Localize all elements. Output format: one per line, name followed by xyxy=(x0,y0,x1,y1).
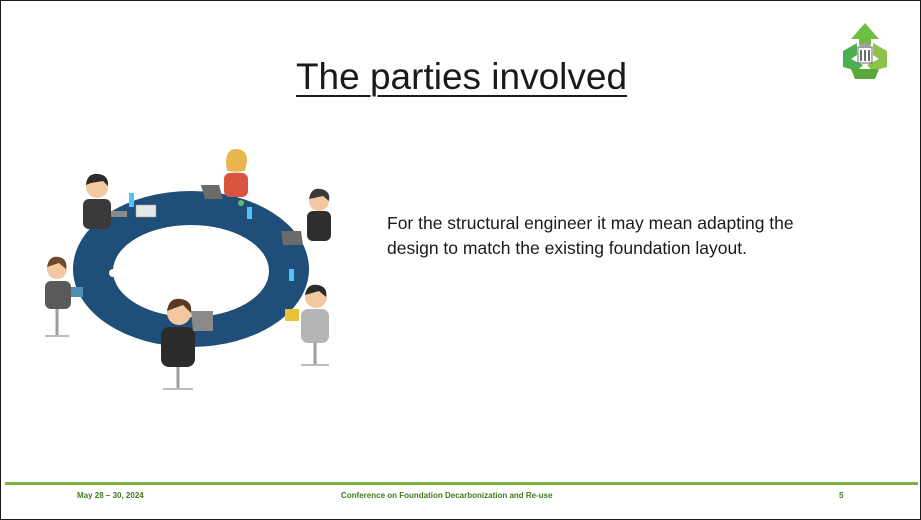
footer-date: May 28 – 30, 2024 xyxy=(77,491,144,500)
slide-body-text: For the structural engineer it may mean … xyxy=(387,213,794,258)
footer-divider xyxy=(5,482,918,485)
footer-conference: Conference on Foundation Decarbonization… xyxy=(341,491,553,500)
slide-number: 5 xyxy=(839,491,844,500)
round-table-meeting-illustration xyxy=(45,149,331,390)
slide-title: The parties involved xyxy=(295,56,628,97)
recycle-building-icon xyxy=(843,23,887,79)
